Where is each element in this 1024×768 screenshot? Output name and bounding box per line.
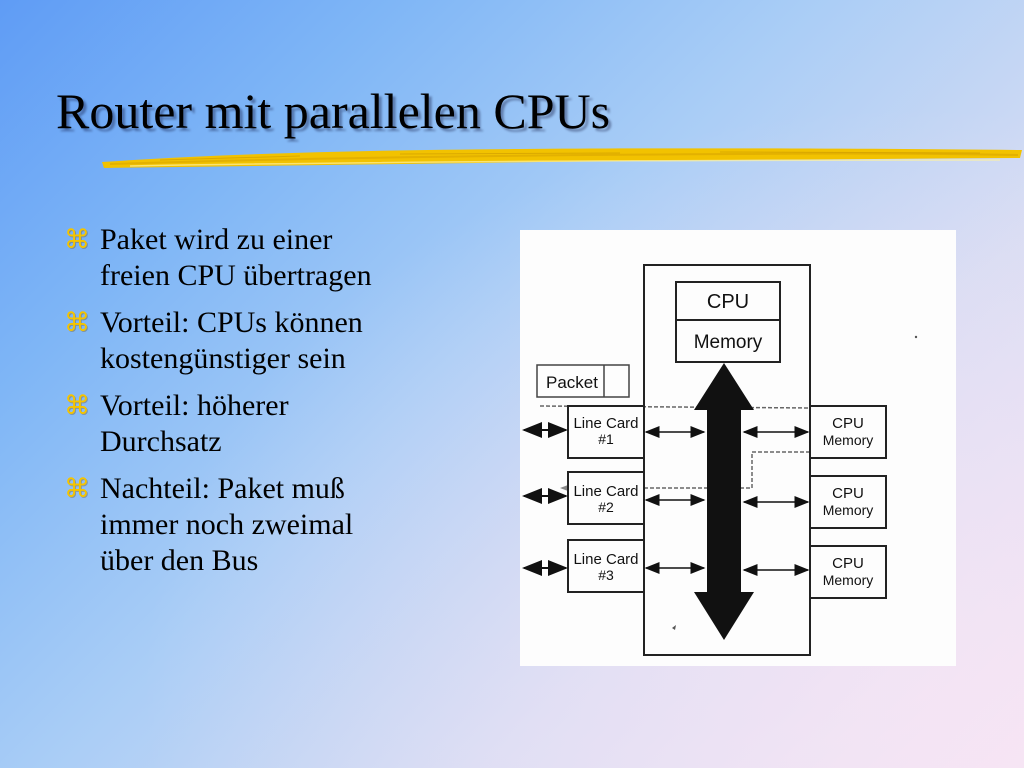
line-card-1-label: Line Card: [573, 415, 638, 432]
command-key-icon: ⌘: [64, 308, 90, 338]
cpu-module-3: CPU Memory: [809, 545, 887, 599]
bullet-list: ⌘ Paket wird zu einer freien CPU übertra…: [64, 222, 484, 590]
command-key-icon: ⌘: [64, 225, 90, 255]
bullet-text: Paket wird zu einer freien CPU übertrage…: [100, 223, 372, 292]
line-card-1-number: #1: [598, 431, 614, 447]
central-cpu-box: [675, 281, 781, 321]
title-underline-brush: [102, 148, 1022, 168]
router-diagram: CPU Memory Packet Line Card #1 Line Card…: [520, 230, 956, 666]
cpu-module-2: CPU Memory: [809, 475, 887, 529]
bullet-text: Nachteil: Paket muß immer noch zweimal ü…: [100, 472, 354, 577]
central-memory-label: Memory: [694, 332, 763, 353]
cpu-module-1-memory: Memory: [823, 432, 874, 448]
packet-box: [536, 364, 630, 398]
central-memory-box: [675, 319, 781, 363]
cpu-module-3-cpu: CPU: [832, 555, 864, 572]
slide-title: Router mit parallelen CPUs: [56, 83, 611, 139]
cpu-module-2-cpu: CPU: [832, 485, 864, 502]
line-card-2-label: Line Card: [573, 483, 638, 500]
bullet-item: ⌘ Paket wird zu einer freien CPU übertra…: [64, 222, 484, 294]
scan-speck: [672, 625, 676, 630]
bullet-item: ⌘ Vorteil: CPUs können kostengünstiger s…: [64, 305, 484, 377]
line-card-1: Line Card #1: [567, 405, 645, 459]
line-card-3-label: Line Card: [573, 551, 638, 568]
bullet-item: ⌘ Nachteil: Paket muß immer noch zweimal…: [64, 471, 484, 579]
cpu-module-2-memory: Memory: [823, 502, 874, 518]
cpu-module-1: CPU Memory: [809, 405, 887, 459]
cpu-module-3-memory: Memory: [823, 572, 874, 588]
bullet-item: ⌘ Vorteil: höherer Durchsatz: [64, 388, 484, 460]
bullet-text: Vorteil: CPUs können kostengünstiger sei…: [100, 306, 363, 375]
line-card-3-number: #3: [598, 567, 614, 583]
router-diagram-svg: CPU Memory Packet Line Card #1 Line Card…: [522, 264, 918, 656]
packet-label: Packet: [546, 373, 598, 392]
bullet-text: Vorteil: höherer Durchsatz: [100, 389, 289, 458]
command-key-icon: ⌘: [64, 391, 90, 421]
line-card-2-number: #2: [598, 499, 614, 515]
system-bus-arrow: [694, 363, 754, 640]
central-cpu-label: CPU: [707, 291, 749, 313]
cpu-module-1-cpu: CPU: [832, 415, 864, 432]
line-card-3: Line Card #3: [567, 539, 645, 593]
line-card-2: Line Card #2: [567, 471, 645, 525]
scan-speck: [914, 335, 918, 339]
command-key-icon: ⌘: [64, 474, 90, 504]
